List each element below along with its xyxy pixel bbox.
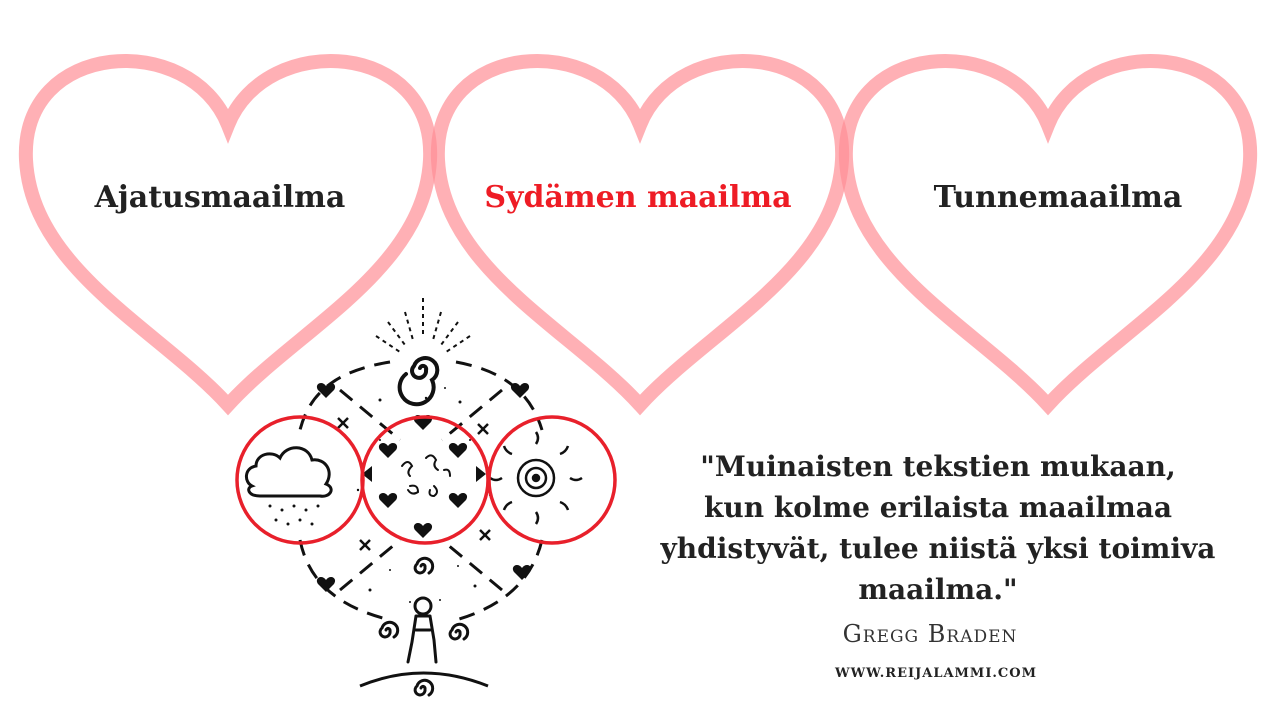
spiral-icon: [378, 556, 470, 697]
spiral-top-icon: [397, 356, 440, 407]
heart-label-feeling-world: Tunnemaailma: [933, 180, 1183, 215]
speckle-dots: [356, 387, 492, 603]
heart-outline-left: [18, 54, 438, 416]
sun-rays-icon: [375, 298, 471, 353]
quote-line: yhdistyvät, tulee niistä yksi toimiva: [660, 532, 1216, 565]
heart-label-heart-world: Sydämen maailma: [484, 180, 792, 215]
heart-outline-center: [430, 54, 850, 416]
quote-text: "Muinaisten tekstien mukaan, kun kolme e…: [628, 446, 1248, 610]
sun-icon: [489, 431, 583, 525]
ground-arc: [359, 671, 489, 688]
quote-line: kun kolme erilaista maailmaa: [703, 491, 1173, 524]
heart-outline-right: [838, 54, 1258, 416]
quote-line: "Muinaisten tekstien mukaan,: [700, 450, 1176, 483]
circle-feeling: [487, 415, 617, 545]
quote-line: maailma.": [858, 573, 1018, 606]
walking-person-icon: [406, 596, 438, 664]
quote-author: Gregg Braden: [842, 620, 1018, 648]
small-hearts: [316, 383, 532, 592]
heart-label-thought-world: Ajatusmaailma: [94, 180, 346, 215]
website-url: WWW.REIJALAMMI.COM: [834, 666, 1037, 681]
three-worlds-illustration: [235, 298, 617, 697]
circle-thought: [235, 415, 365, 545]
cross-marks: [337, 417, 491, 551]
cloud-rain-icon: [245, 446, 333, 526]
dashed-diamond-path: [298, 360, 544, 622]
